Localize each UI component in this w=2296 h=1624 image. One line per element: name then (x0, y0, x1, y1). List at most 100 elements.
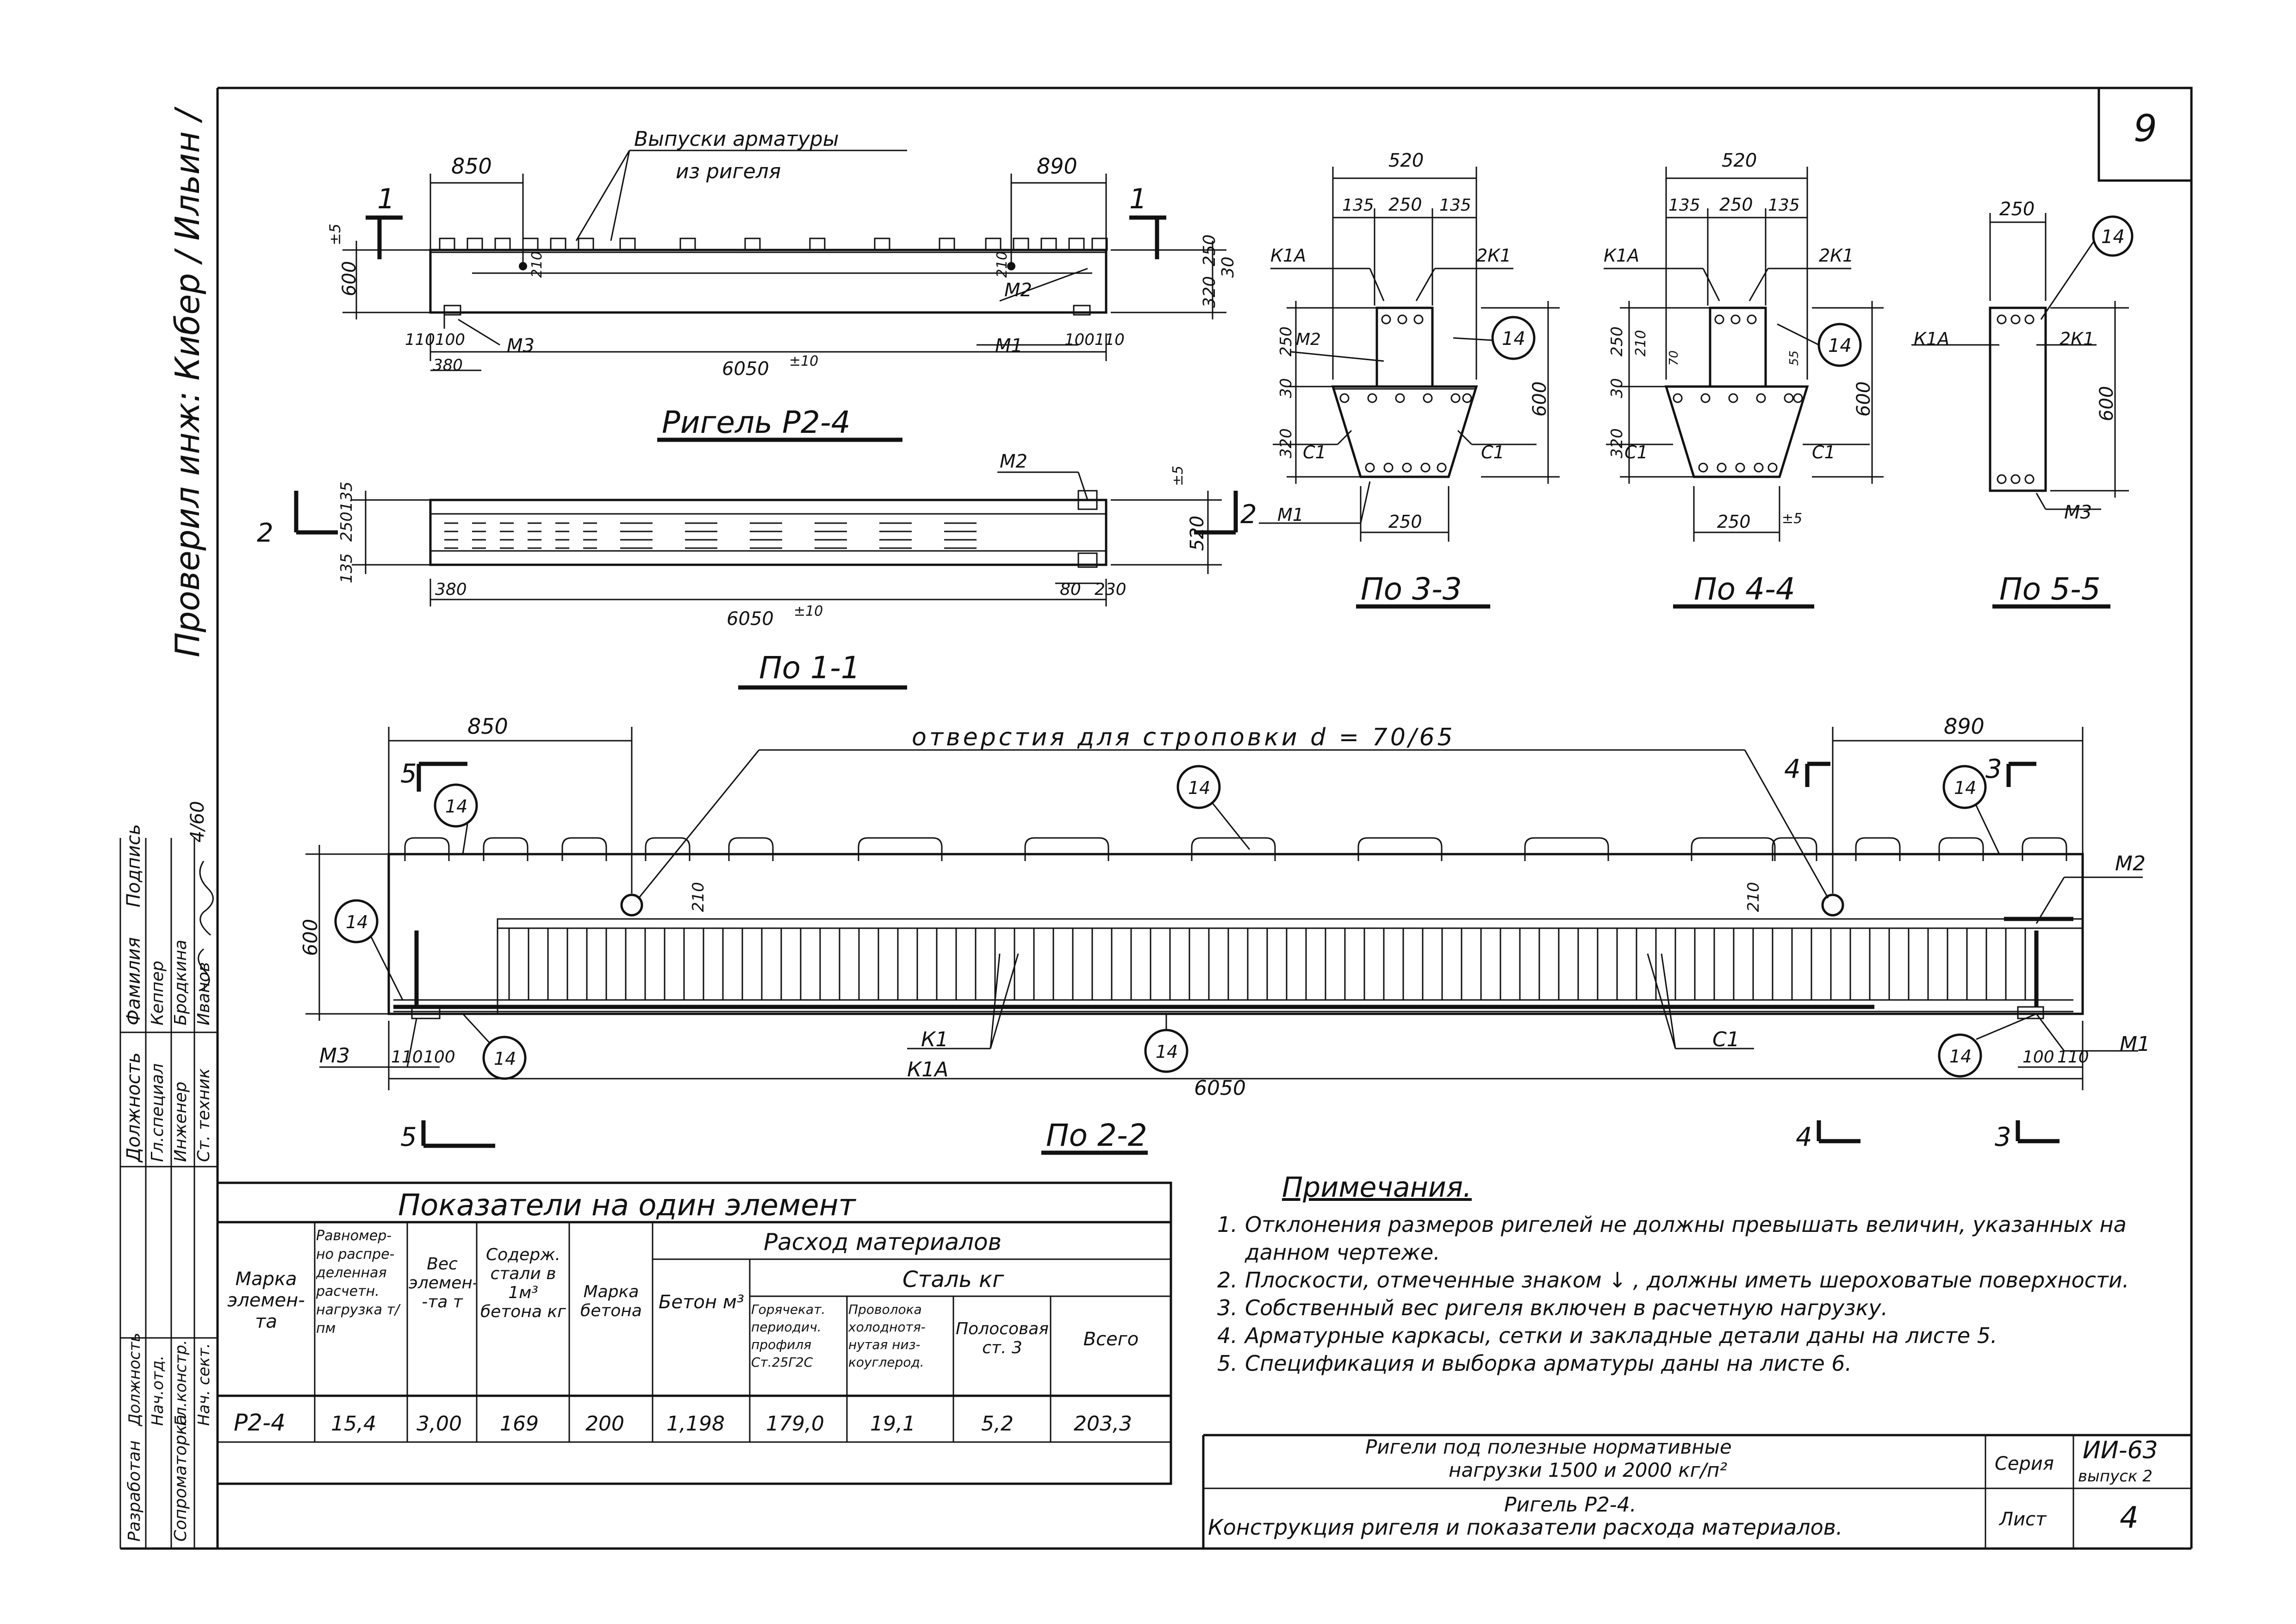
s33-m1: М1 (1277, 505, 1304, 525)
s33-dim-520: 520 (1388, 150, 1424, 171)
tv-dim-380: 380 (433, 356, 463, 375)
s33-title: По 3-3 (1361, 571, 1462, 607)
rebar-dot (1462, 393, 1472, 403)
approval-row-2-name: Бродкина (171, 940, 190, 1025)
s44-dim-320: 320 (1608, 428, 1626, 458)
rebar-release (809, 237, 826, 251)
rebar-dot (1450, 393, 1461, 403)
tbl-col-concrete: Бетон м³ (659, 1292, 744, 1313)
tb-title-line1: Ригели под полезные нормативные (1365, 1436, 1732, 1458)
rebar-release (578, 237, 594, 251)
tbl-cell-total: 203,3 (1074, 1412, 1132, 1436)
tbl-cell-concrete-mark: 200 (585, 1412, 624, 1436)
approval-header-position: Должность (123, 1052, 144, 1163)
note-item: 3.Собственный вес ригеля включен в расче… (1217, 1295, 1888, 1320)
el-k1a: К1А (907, 1058, 948, 1081)
el-m3: М3 (319, 1044, 350, 1068)
s44-dim-210: 210 (1633, 330, 1649, 356)
rebar-loop (2022, 837, 2067, 861)
rebar-dot (1717, 462, 1727, 473)
tb-series-label: Серия (1995, 1453, 2054, 1474)
el-callout-3: 14 (1954, 778, 1976, 798)
el-sec-5-bottom: 5 (400, 1122, 417, 1152)
s44-2k1: 2К1 (1819, 245, 1854, 266)
rebar-dot (1714, 314, 1724, 325)
tv-m3: М3 (507, 335, 535, 356)
rebar-release (874, 237, 890, 251)
rebar-loop (1357, 837, 1443, 861)
rebar-dot (2010, 474, 2021, 484)
tv-dim-250: 250 (1200, 234, 1219, 266)
tv-dim-30: 30 (1219, 256, 1238, 278)
rebar-dot (1365, 462, 1375, 473)
tbl-col-steel-content: Содерж. стали в 1м³ бетона кг (480, 1245, 566, 1321)
el-dim-100l: 100 (423, 1048, 455, 1067)
approval-row-1-pos: Гл.специал (148, 1063, 167, 1162)
rebar-loop (1524, 837, 1609, 861)
rebar-release (744, 237, 761, 251)
tbl-cell-mark: Р2-4 (234, 1409, 286, 1436)
tv-dim-110l: 110 (405, 331, 435, 349)
tbl-col-total: Всего (1083, 1329, 1139, 1350)
rebar-dot (1339, 393, 1350, 403)
tbl-col-load: Равномер- но распре- деленная расчетн. н… (316, 1228, 399, 1337)
s44-dim-135a: 135 (1668, 196, 1700, 215)
tv-dim-600: 600 (339, 261, 360, 296)
tv-releases-label-1: Выпуски арматуры (634, 127, 839, 151)
el-sec-3-top: 3 (1985, 754, 2002, 784)
el-dim-210b: 210 (1744, 882, 1763, 912)
pv-dim-380: 380 (435, 580, 467, 599)
sheet-number: 9 (2134, 107, 2157, 150)
rebar-release (1091, 237, 1108, 251)
tb-series-value: ИИ-63 (2083, 1437, 2158, 1464)
rebar-release (522, 237, 539, 251)
rebar-dot (1397, 314, 1407, 325)
rebar-release (1013, 237, 1029, 251)
rebar-dot (1997, 474, 2007, 484)
tbl-cell-wire: 19,1 (870, 1412, 915, 1436)
signature-2 (198, 948, 210, 992)
rebar-release (550, 237, 566, 251)
rebar-loop (728, 837, 774, 861)
rebar-release (1040, 237, 1057, 251)
rebar-dot (1767, 462, 1778, 473)
rebar-dot (1997, 314, 2007, 325)
s33-dim-250: 250 (1388, 194, 1422, 215)
s33-m2: М2 (1296, 330, 1321, 349)
rebar-dot (2024, 314, 2035, 325)
tbl-col-wire: Проволока холоднотя- нутая низ- коуглеро… (848, 1302, 926, 1370)
s44-dim-30: 30 (1608, 378, 1626, 398)
signature-1 (199, 861, 214, 936)
s33-dim-250b: 250 (1388, 512, 1422, 532)
rebar-loop (1938, 837, 1984, 861)
el-dim-6050: 6050 (1194, 1076, 1246, 1100)
note-item: 1.Отклонения размеров ригелей не должны … (1217, 1212, 2127, 1265)
el-callout-4: 14 (346, 912, 368, 932)
tbl-col-hot-rolled: Горячекат. периодич. профиля Ст.25Г2С (751, 1302, 825, 1370)
tbl-col-weight: Вес элемен- -та т (409, 1255, 476, 1312)
s44-title: По 4-4 (1694, 571, 1795, 607)
el-dim-110l: 110 (391, 1048, 423, 1067)
note-item: 5.Спецификация и выборка арматуры даны н… (1217, 1351, 1852, 1376)
pv-dim-250: 250 (337, 512, 356, 542)
stamp-date: 4/60 (187, 801, 208, 843)
approval-b-head: Нач.отд. (149, 1355, 167, 1426)
el-callout-7: 14 (1949, 1046, 1972, 1067)
tv-dim-100l: 100 (435, 331, 465, 349)
section-5-5-drawing (1911, 213, 2134, 609)
s55-dim-250: 250 (1999, 199, 2035, 220)
tbl-cell-load: 15,4 (331, 1412, 376, 1436)
tbl-cell-strip: 5,2 (981, 1412, 1014, 1436)
rebar-dot (1700, 393, 1711, 403)
s44-dim-70: 70 (1667, 350, 1681, 366)
rebar-dot (1728, 393, 1738, 403)
rebar-dot (1420, 462, 1431, 473)
tbl-materials-header: Расход материалов (764, 1229, 1002, 1255)
s44-callout-14: 14 (1828, 335, 1852, 356)
el-sec-4-bottom: 4 (1796, 1122, 1812, 1152)
el-c1: С1 (1712, 1028, 1740, 1051)
approval-header-sign: Подпись (123, 824, 144, 907)
tv-dim-5: ±5 (326, 224, 344, 245)
el-m2: М2 (2115, 852, 2146, 875)
s33-dim-600: 600 (1529, 381, 1550, 417)
